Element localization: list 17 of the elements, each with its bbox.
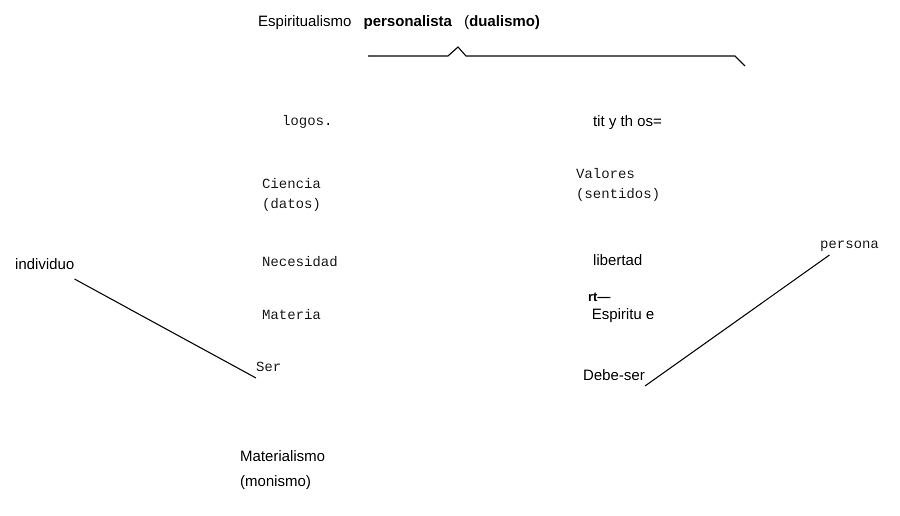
term-label: Materia <box>262 306 321 326</box>
caption: Materialismo (monismo) <box>240 447 326 492</box>
term-label: individuo <box>15 255 74 275</box>
note: rt— <box>588 288 610 306</box>
term-label: Debe-ser <box>583 366 645 386</box>
term-label: libertad <box>593 251 642 271</box>
term-label: Ciencia (datos) <box>262 175 342 215</box>
connector-line <box>644 254 830 386</box>
term-label: Ser <box>256 358 282 378</box>
term-label: Valores (sentidos) <box>576 165 676 205</box>
term-label: Espiritu e <box>588 305 658 325</box>
term-label: tit y th os= <box>593 112 662 132</box>
heading: Espiritualismo personalista (dualismo) <box>258 12 540 32</box>
term-label: Necesidad <box>262 253 338 273</box>
term-label: persona <box>820 235 879 255</box>
term-label: logos. <box>282 112 332 132</box>
connector-line <box>74 278 256 379</box>
